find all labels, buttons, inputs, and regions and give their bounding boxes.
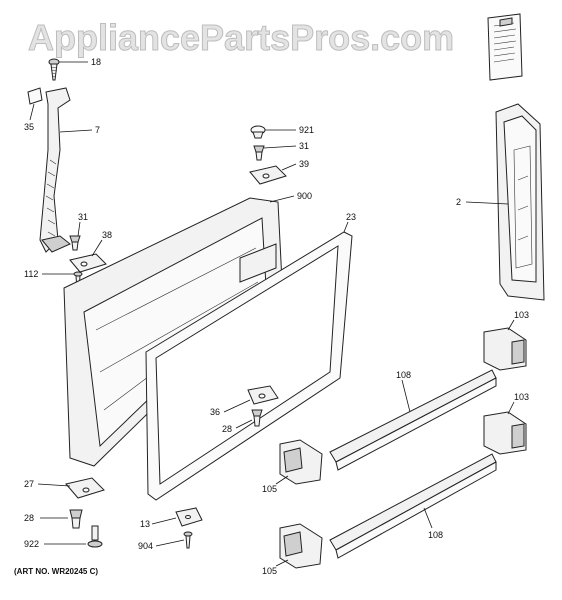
callout-13: 13 xyxy=(140,519,150,529)
bracket-part-13 xyxy=(175,507,203,527)
callout-7: 7 xyxy=(95,125,100,135)
callout-28-left: 28 xyxy=(24,513,34,523)
end-cap-part-105-lower xyxy=(279,523,323,569)
end-cap-part-105-upper xyxy=(279,439,323,485)
callout-108-upper: 108 xyxy=(396,370,411,380)
callout-922: 922 xyxy=(24,539,39,549)
callout-103-lower: 103 xyxy=(514,392,529,402)
callout-28-center: 28 xyxy=(222,424,232,434)
callout-39: 39 xyxy=(299,159,309,169)
manual-booklet-part xyxy=(487,13,523,81)
hinge-pin-part-31-top xyxy=(253,145,265,161)
hinge-arm-part-7 xyxy=(39,87,71,253)
pin-part-28-center xyxy=(251,409,263,427)
art-number: (ART NO. WR20245 C) xyxy=(14,567,98,576)
bracket-part-36 xyxy=(247,385,279,405)
screw-part-18 xyxy=(48,58,60,81)
pin-part-28-left xyxy=(69,509,83,529)
screw-part-904 xyxy=(183,531,193,549)
callout-18: 18 xyxy=(91,57,101,67)
callout-921: 921 xyxy=(299,125,314,135)
cap-part-921 xyxy=(250,125,266,139)
callout-105-lower: 105 xyxy=(262,566,277,576)
callout-35: 35 xyxy=(24,122,34,132)
callout-36: 36 xyxy=(210,407,220,417)
bracket-part-39 xyxy=(249,165,287,185)
callout-900: 900 xyxy=(297,191,312,201)
stud-part-922 xyxy=(87,525,103,548)
end-cap-part-103-lower xyxy=(483,411,527,455)
handle-trim-part-2 xyxy=(495,103,545,301)
callout-38: 38 xyxy=(102,230,112,240)
hinge-pin-part-31-left xyxy=(69,235,81,251)
shim-part-35 xyxy=(27,87,43,105)
callout-103-upper: 103 xyxy=(514,310,529,320)
callout-27: 27 xyxy=(24,479,34,489)
callout-105-upper: 105 xyxy=(262,484,277,494)
callout-2: 2 xyxy=(456,197,461,207)
callout-112: 112 xyxy=(24,269,38,279)
handle-bar-part-108-upper xyxy=(329,369,497,471)
site-watermark: AppliancePartsPros.com xyxy=(28,17,454,58)
bracket-part-38 xyxy=(69,253,107,273)
callout-108-lower: 108 xyxy=(428,530,443,540)
handle-bar-part-108-lower xyxy=(329,453,497,559)
bracket-part-27 xyxy=(65,477,105,499)
end-cap-part-103-upper xyxy=(483,327,527,371)
callout-31-left: 31 xyxy=(78,212,88,222)
callout-31-top: 31 xyxy=(299,141,309,151)
callout-904: 904 xyxy=(138,541,153,551)
callout-23: 23 xyxy=(346,212,356,222)
